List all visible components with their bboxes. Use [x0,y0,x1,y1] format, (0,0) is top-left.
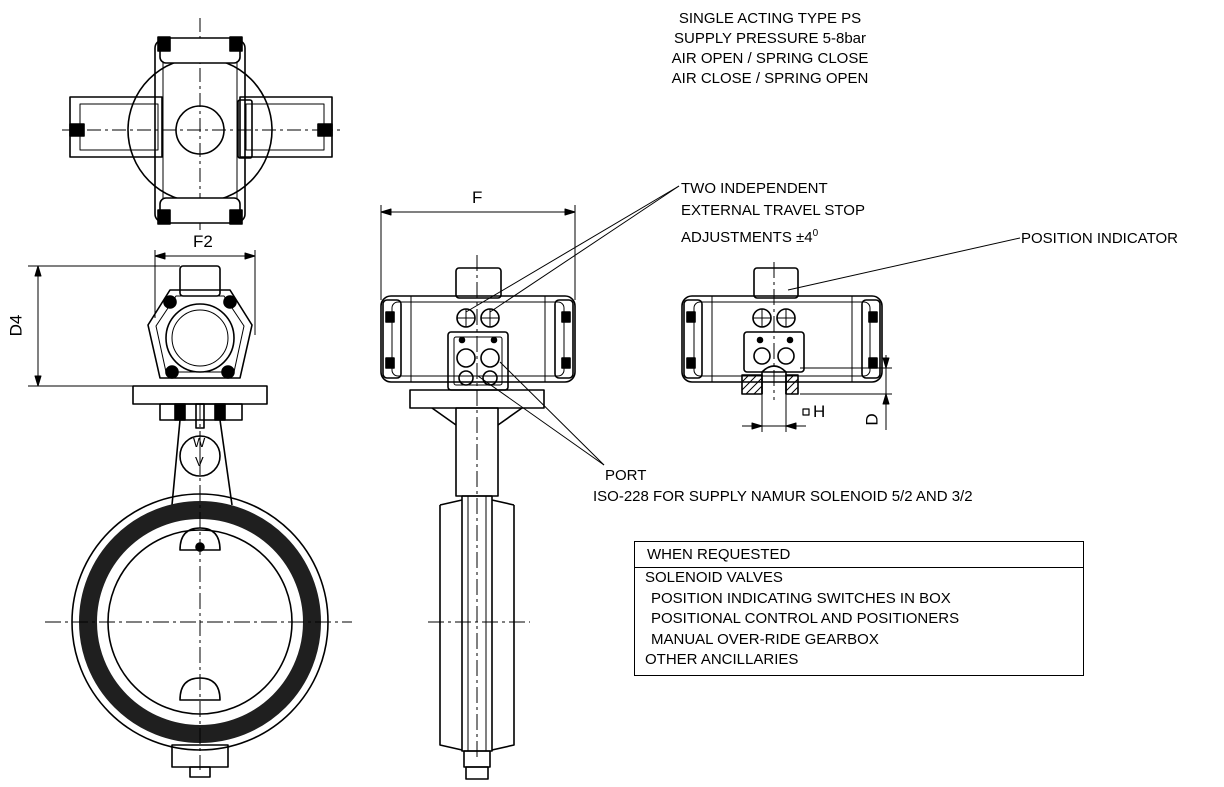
callout-travel-stop-line-3: ADJUSTMENTS ±40 [681,228,819,246]
options-table-row: SOLENOID VALVES [645,569,783,586]
options-table-row: MANUAL OVER-RIDE GEARBOX [651,630,879,648]
middle-side-view [380,205,576,780]
dimension-label-f: F [472,188,483,207]
options-table: WHEN REQUESTED SOLENOID VALVES POSITION … [634,541,1084,676]
degree-superscript: 0 [812,228,819,239]
dimension-label-f2: F2 [193,232,213,251]
spec-line: SINGLE ACTING TYPE PS [678,10,862,27]
dimension-label-h: H [813,402,826,421]
left-front-view: W V [28,250,352,778]
spec-line: AIR OPEN / SPRING CLOSE [671,50,869,67]
callout-travel-stop-line-2: EXTERNAL TRAVEL STOP [681,202,865,219]
options-table-row: POSITIONAL CONTROL AND POSITIONERS [651,610,960,627]
callout-port-detail: ISO-228 FOR SUPPLY NAMUR SOLENOID 5/2 AN… [593,488,973,505]
callout-port: PORT [605,467,647,484]
callout-position-indicator: POSITION INDICATOR [1021,230,1178,247]
options-table-row: POSITION INDICATING SWITCHES IN BOX [651,589,951,607]
dimension-label-d: D [862,413,882,426]
spec-line: SUPPLY PRESSURE 5-8bar [673,30,867,47]
spec-line: AIR CLOSE / SPRING OPEN [671,70,869,87]
options-table-row: OTHER ANCILLARIES [645,651,799,668]
callout-travel-stop-line-1: TWO INDEPENDENT [681,180,828,197]
leader-lines [465,185,1021,466]
options-table-header: WHEN REQUESTED [635,542,1083,568]
top-view-actuator [62,18,340,230]
dimension-label-d4: D4 [6,314,26,337]
right-detail-view [681,262,892,432]
spec-notes: SINGLE ACTING TYPE PS SUPPLY PRESSURE 5-… [645,9,895,89]
